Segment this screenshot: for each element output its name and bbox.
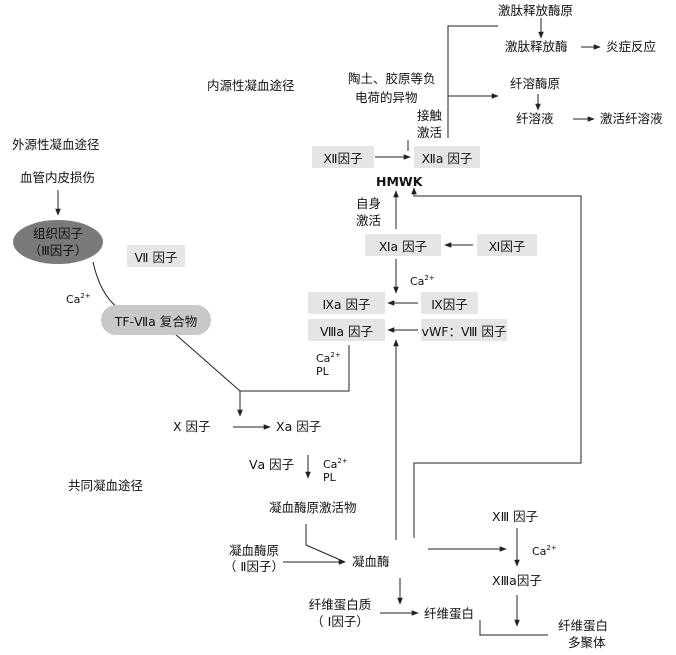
line-prothrombin [305, 524, 346, 563]
activate-plasmin-label: 激活纤溶液 [600, 111, 663, 126]
line-tissue-factor-to-complex [92, 261, 119, 309]
factor-xa-label: Ⅹa 因子 [276, 419, 322, 434]
factor-x-label: Ⅹ 因子 [173, 419, 211, 434]
calcium-label-extrinsic: Ca2+ [66, 292, 91, 306]
calcium-label-xiii: Ca2+ [532, 544, 557, 558]
factor-xiia-box: Ⅻa 因子 [414, 146, 480, 168]
inflammation-label: 炎症反应 [606, 39, 657, 54]
prekallikrein-label: 激肽释放酶原 [498, 3, 574, 18]
intrinsic-pathway-heading: 内源性凝血途径 [207, 78, 295, 93]
prothrombinase-label: 凝血酶原激活物 [269, 500, 357, 515]
fibrin-polymer-line1: 纤维蛋白 [558, 618, 609, 633]
phospholipid-label-common: PL [323, 471, 336, 484]
kallikrein-label: 激肽释放酶 [505, 39, 568, 54]
factor-xia-box: Ⅺa 因子 [365, 234, 441, 256]
line-complex-to-f10 [173, 332, 241, 392]
prothrombin-line1: 凝血酶原 [228, 543, 279, 558]
factor-ixa-box: Ⅸa 因子 [308, 292, 385, 314]
negative-surface-line2: 电荷的异物 [355, 90, 418, 105]
calcium-label-common: Ca2+ [323, 457, 348, 471]
factor-ix-box: Ⅸ因子 [421, 292, 478, 314]
plasmin-label: 纤溶液 [516, 111, 554, 126]
negative-surface-line1: 陶土、胶原等负 [348, 71, 436, 86]
fibrin-label: 纤维蛋白 [424, 606, 475, 621]
plasminogen-label: 纤溶酶原 [510, 76, 561, 91]
arrow-thrombin-feedback-hmwk [411, 187, 582, 538]
tissue-factor-line1: 组织因子 [32, 226, 83, 241]
branch-trunk-line [447, 25, 498, 138]
self-activation-line2: 激活 [356, 213, 382, 228]
prothrombin-line2: （ Ⅱ因子） [223, 559, 285, 574]
extrinsic-pathway-heading: 外源性凝血途径 [12, 137, 100, 152]
thrombin-label: 凝血酶 [352, 554, 390, 569]
vwf-factor-viii-box: vWF：Ⅷ 因子 [421, 319, 507, 341]
fibrinogen-line1: 纤维蛋白质 [308, 597, 372, 612]
contact-activation-line2: 激活 [417, 125, 443, 140]
common-pathway-heading: 共同凝血途径 [68, 478, 144, 493]
factor-xiiia-label: ⅩⅢa因子 [492, 573, 542, 588]
line-f8a-down [240, 345, 350, 392]
calcium-label-intrinsic: Ca2+ [410, 274, 435, 288]
contact-activation-line1: 接触 [417, 108, 443, 123]
hmwk-label: HMWK [376, 174, 423, 189]
fibrin-polymer-line2: 多聚体 [568, 635, 606, 650]
factor-va-label: Ⅴa 因子 [249, 457, 295, 472]
factor-viiia-box: Ⅷa 因子 [308, 319, 385, 341]
fibrinogen-line2: （ Ⅰ因子） [311, 614, 369, 629]
factor-vii-box: Ⅶ 因子 [127, 245, 185, 267]
factor-xi-box: Ⅺ因子 [477, 234, 537, 256]
tissue-factor-ellipse: 组织因子 （Ⅲ因子） [13, 220, 103, 264]
calcium-label-tenase: Ca2+ [316, 351, 341, 365]
factor-xiii-label: ⅩⅢ 因子 [492, 509, 539, 524]
phospholipid-label-tenase: PL [316, 365, 329, 378]
line-fibrin-to-polymer [479, 620, 548, 636]
self-activation-line1: 自身 [356, 196, 382, 211]
vascular-injury-label: 血管内皮损伤 [20, 170, 96, 185]
tf-viia-complex-pill: TF-Ⅶa 复合物 [101, 305, 211, 335]
tissue-factor-line2: （Ⅲ因子） [28, 243, 88, 258]
factor-xii-box: Ⅻ因子 [312, 146, 374, 168]
